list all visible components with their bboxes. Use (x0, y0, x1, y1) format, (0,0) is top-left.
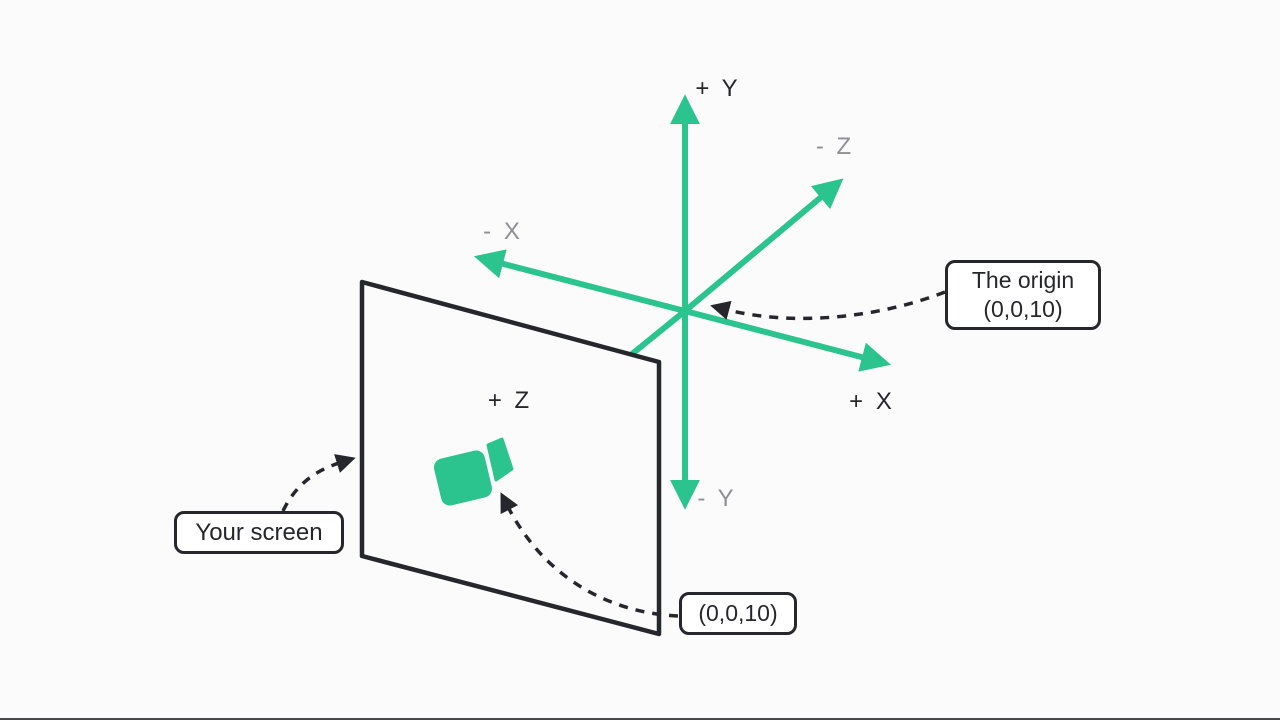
axis-neg-x-line (473, 249, 686, 314)
axis-label-neg-x: - X (483, 218, 523, 245)
annotation-arrows (281, 290, 946, 618)
your-screen-callout: Your screen (174, 511, 344, 554)
your-screen-callout-label: Your screen (195, 518, 323, 546)
camera-pointer-arrow (500, 492, 679, 618)
video-camera-icon (433, 437, 514, 506)
screen-plane (359, 279, 662, 637)
screen-pointer-arrow (281, 454, 356, 512)
axis-label-pos-x: + X (849, 388, 895, 415)
camera-body (433, 450, 493, 506)
camera-lens (486, 437, 514, 482)
bottom-edge-bar (0, 718, 1280, 720)
axis-pos-z-line (630, 308, 687, 357)
origin-callout: The origin (0,0,10) (945, 260, 1101, 330)
origin-callout-line1: The origin (971, 267, 1075, 294)
camera-position-callout-label: (0,0,10) (698, 600, 778, 627)
axis-label-neg-y: - Y (697, 485, 737, 512)
axis-neg-z-line (683, 178, 844, 314)
axis-label-neg-z: - Z (815, 133, 855, 160)
axis-label-pos-z: + Z (487, 387, 533, 414)
camera-position-callout: (0,0,10) (679, 592, 797, 635)
origin-callout-line2: (0,0,10) (983, 296, 1063, 322)
origin-pointer-arrow (710, 290, 946, 321)
axis-label-pos-y: + Y (695, 75, 741, 102)
